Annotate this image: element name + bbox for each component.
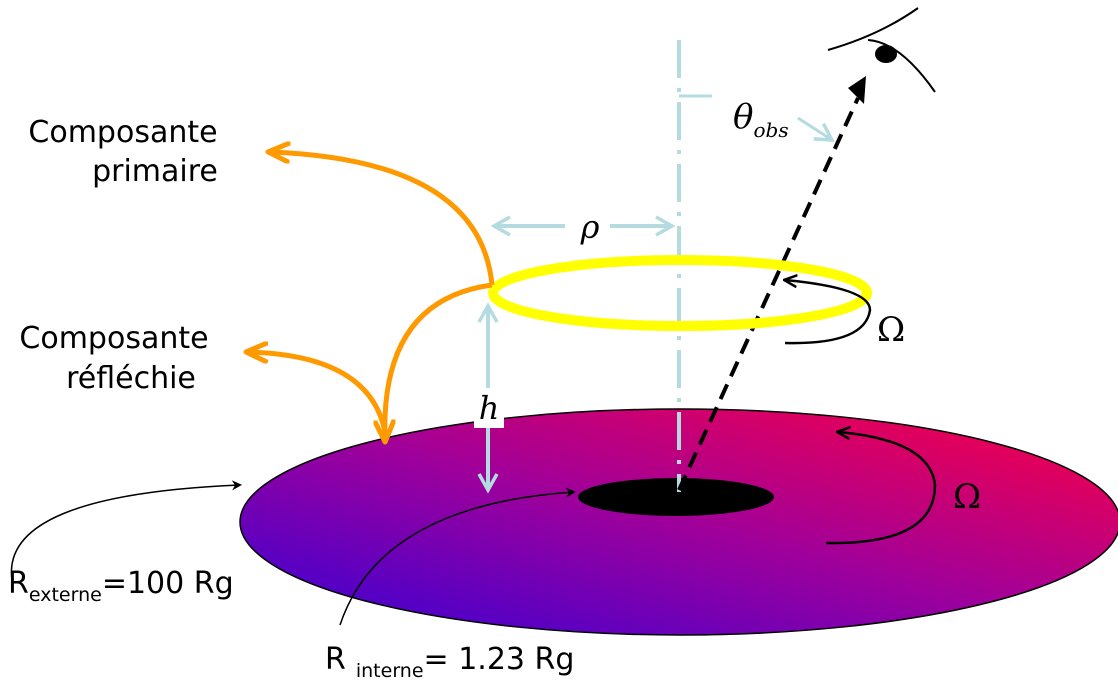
primary-component-arrow [270,152,495,286]
ring-rotation-arrow [785,280,872,345]
black-hole [578,478,774,516]
line-of-sight [677,97,860,491]
h-label: h [479,389,500,427]
accretion-disk [239,408,1118,636]
primary-label-line1: Composante [28,115,217,150]
reflected-component-arrow [385,282,493,440]
reflected-outgoing-arrow [248,352,388,433]
corona-ring [488,255,872,331]
omega-ring-label: Ω [877,310,905,350]
theta-arrow [797,116,835,142]
rho-label: ρ [580,208,600,246]
r-external-label: Rexterne=100 Rg [8,566,234,606]
reflected-label-line1: Composante [19,321,208,356]
primary-label-line2: primaire [92,154,218,189]
theta-obs-label: θobs [733,97,789,142]
disk-rotation-arrow [825,432,937,545]
omega-disk-label: Ω [953,477,981,517]
h-label-box [474,388,504,428]
line-of-sight-arrowhead [848,76,866,104]
reflected-label-line2: réfléchie [66,361,196,396]
r-internal-pointer [339,487,576,626]
r-external-pointer [10,480,242,581]
observer-eye-icon [827,7,936,93]
